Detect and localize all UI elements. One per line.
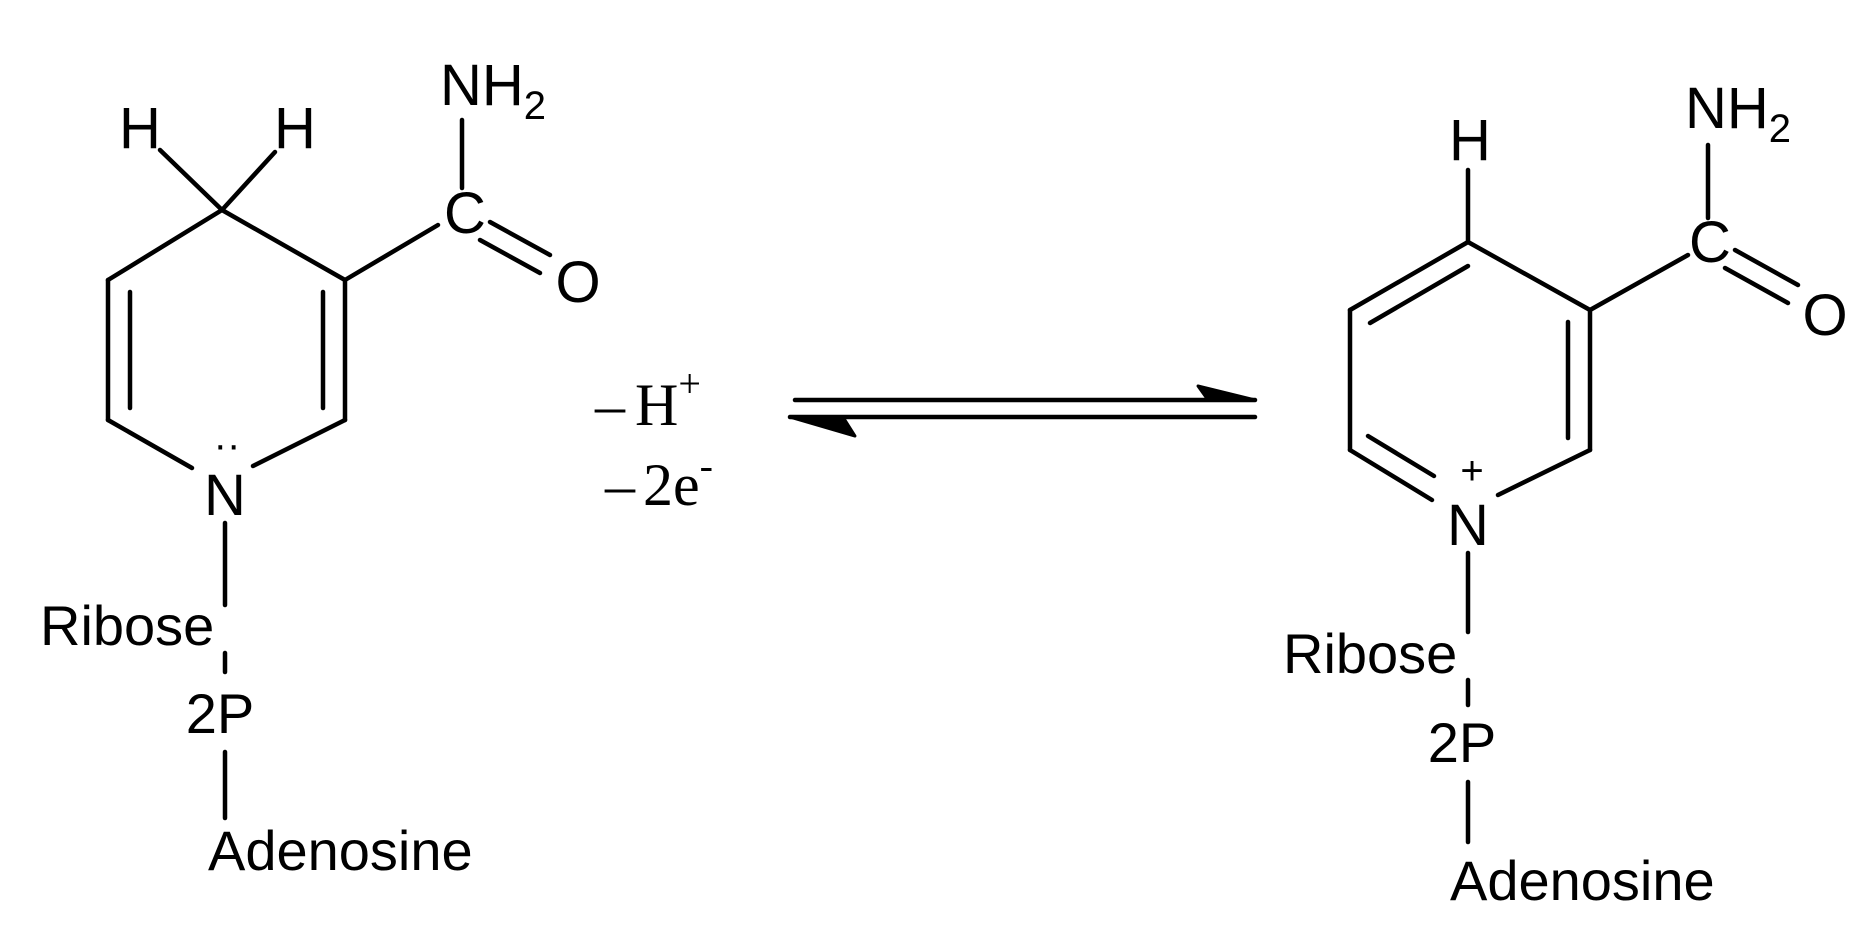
oxidized-ring-nitrogen: N — [1447, 493, 1489, 558]
bond-c6-n1 — [1347, 447, 1435, 503]
bond-c4-c3 — [219, 207, 348, 283]
oxidized-hydrogen: H — [1449, 108, 1491, 173]
reduced-molecule: H H NH2 C O N ·· Ribose 2P Adenosine — [40, 53, 601, 882]
oxidized-phosphate-label: 2P — [1428, 711, 1497, 774]
reverse-arrow — [787, 414, 1258, 438]
oxidized-carbonyl-oxygen: O — [1802, 283, 1847, 348]
reduced-adenosine-label: Adenosine — [208, 819, 473, 882]
oxidized-molecule: H NH2 C O N + Ribose 2P Adenosine — [1283, 76, 1848, 912]
bond-c4-c5-double — [1367, 263, 1471, 326]
reduced-carbonyl-carbon: C — [444, 181, 486, 246]
bond-carbonyl-o-1 — [487, 219, 553, 258]
equilibrium-arrows — [787, 384, 1258, 438]
condition-minus-proton: –H+ — [594, 361, 701, 438]
bond-c4-c3 — [1465, 239, 1593, 313]
condition-minus-electrons: –2e- — [604, 443, 713, 518]
oxidized-positive-charge: + — [1460, 449, 1483, 493]
reduced-amide-nitrogen: NH2 — [440, 53, 546, 128]
bond-n1-c2 — [1495, 447, 1593, 498]
reduced-ring-nitrogen: N — [204, 463, 246, 528]
oxidized-carbonyl-carbon: C — [1689, 210, 1731, 275]
reaction-conditions: –H+ –2e- — [594, 361, 713, 518]
bond-c6-n1 — [105, 417, 195, 471]
reduced-carbonyl-oxygen: O — [555, 250, 600, 315]
bond-c4-c5 — [1347, 239, 1471, 313]
bond-c4-c5 — [105, 207, 225, 283]
bond-c3-carbonyl — [1587, 252, 1691, 313]
bond-n1-c2 — [250, 417, 348, 469]
bond-carbonyl-o-1 — [1732, 247, 1801, 288]
oxidized-ribose-label: Ribose — [1283, 622, 1457, 685]
reduced-lone-pair: ·· — [214, 423, 241, 467]
bond-carbonyl-o-2 — [477, 237, 543, 276]
bond-c6-n1-double — [1365, 433, 1437, 479]
reduced-hydrogen-a: H — [119, 96, 161, 161]
bond-c4-h-right — [219, 149, 278, 213]
forward-arrow — [792, 384, 1258, 403]
bond-carbonyl-o-2 — [1722, 265, 1791, 306]
reduced-phosphate-label: 2P — [186, 682, 255, 745]
bond-c3-carbonyl — [342, 222, 441, 283]
oxidized-adenosine-label: Adenosine — [1450, 849, 1715, 912]
reduced-ribose-label: Ribose — [40, 594, 214, 657]
oxidized-amide-nitrogen: NH2 — [1685, 76, 1791, 151]
bond-c4-h-left — [157, 147, 225, 213]
reduced-hydrogen-b: H — [274, 96, 316, 161]
